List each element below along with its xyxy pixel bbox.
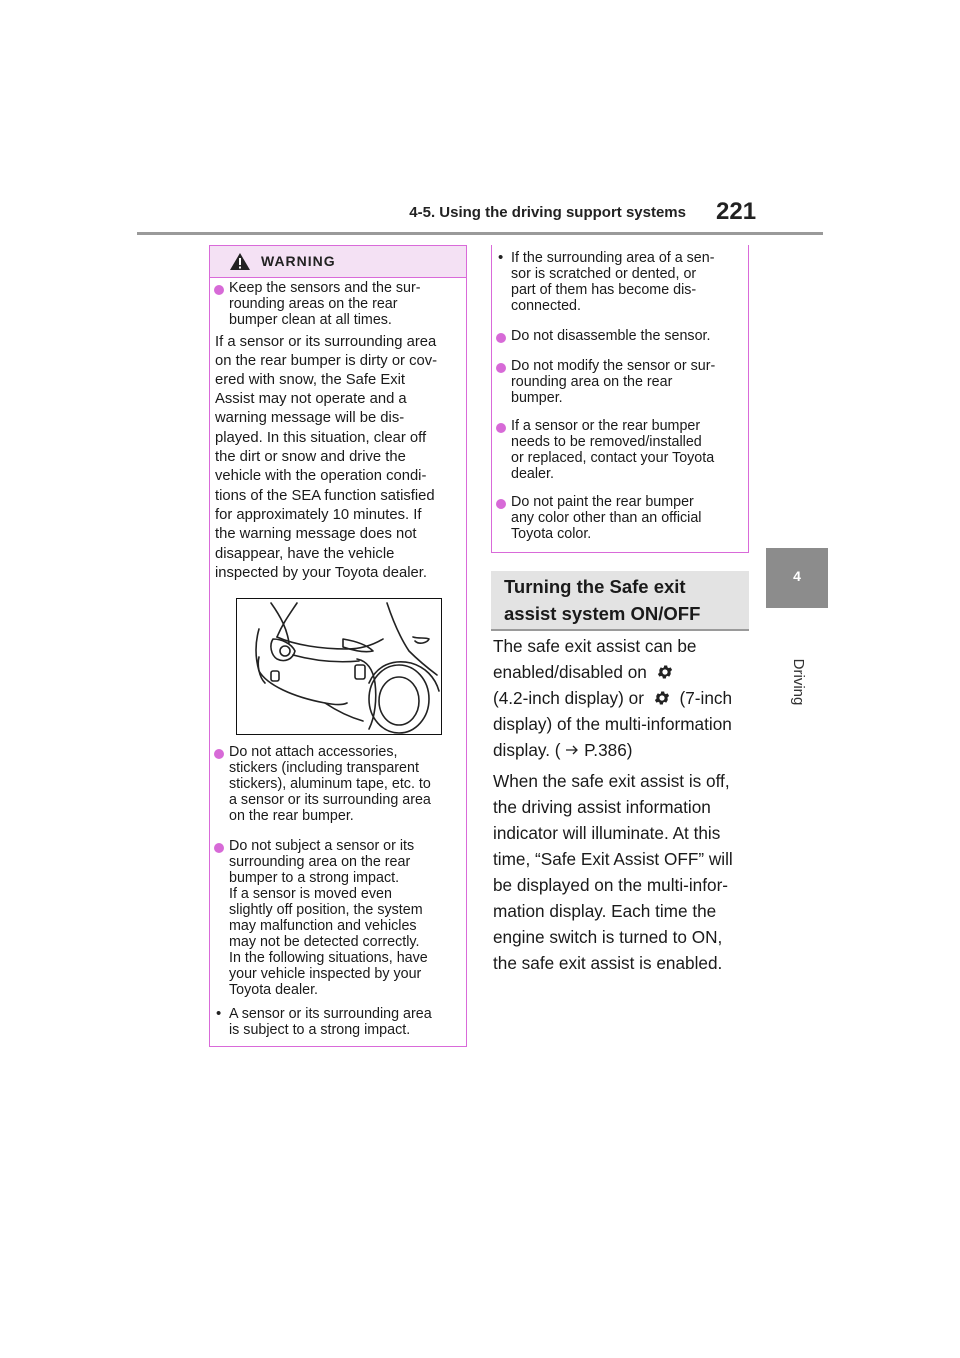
bullet5-line: rounding area on the rear bbox=[511, 374, 673, 390]
bullet5-line: bumper. bbox=[511, 390, 563, 406]
body-text: enabled/disabled on bbox=[493, 662, 647, 682]
arrow-right-icon bbox=[566, 745, 579, 755]
bullet2-line: Do not attach accessories, bbox=[229, 744, 398, 760]
bullet1-line: bumper clean at all times. bbox=[229, 312, 392, 328]
chapter-label: Driving bbox=[790, 658, 807, 706]
bullet3-line: surrounding area on the rear bbox=[229, 854, 411, 870]
warning-paragraph-line: inspected by your Toyota dealer. bbox=[215, 565, 427, 581]
bullet2-line: a sensor or its surrounding area bbox=[229, 792, 431, 808]
bullet1-line: Keep the sensors and the sur- bbox=[229, 280, 421, 296]
bullet2-line: stickers), aluminum tape, etc. to bbox=[229, 776, 431, 792]
bullet3-line: bumper to a strong impact. bbox=[229, 870, 400, 886]
body-text: (7-inch bbox=[679, 688, 733, 708]
bullet-marker bbox=[496, 423, 506, 433]
page-reference-link[interactable]: P.386) bbox=[584, 740, 633, 760]
bullet6-line: needs to be removed/installed bbox=[511, 434, 702, 450]
bullet2-line: stickers (including transparent bbox=[229, 760, 419, 776]
warning-paragraph-line: played. In this situation, clear off bbox=[215, 430, 427, 446]
section-heading-line: Turning the Safe exit bbox=[504, 576, 686, 597]
warning-paragraph-line: vehicle with the operation condi- bbox=[215, 468, 427, 484]
warning-paragraph-line: Assist may not operate and a bbox=[215, 391, 407, 407]
warning-paragraph-line: the warning message does not bbox=[215, 526, 417, 542]
sub-bullet-marker: • bbox=[498, 249, 504, 266]
section-title: 4-5. Using the driving support systems bbox=[409, 204, 686, 221]
bullet-marker bbox=[496, 499, 506, 509]
settings-gear-icon bbox=[654, 691, 669, 705]
warning-header: WARNING bbox=[210, 246, 466, 278]
body-line: When the safe exit assist is off, bbox=[493, 771, 730, 791]
bullet6-line: dealer. bbox=[511, 466, 554, 482]
car-rear-drawing bbox=[255, 602, 440, 734]
bullet3-line: Toyota dealer. bbox=[229, 982, 319, 998]
warning-paragraph-line: on the rear bumper is dirty or cov- bbox=[215, 353, 438, 369]
body-line: be displayed on the multi-infor- bbox=[493, 875, 729, 895]
warning-paragraph-line: ered with snow, the Safe Exit bbox=[215, 372, 405, 388]
body-line: the driving assist information bbox=[493, 797, 711, 817]
bullet-marker bbox=[496, 333, 506, 343]
warning-paragraph-line: for approximately 10 minutes. If bbox=[215, 507, 422, 523]
body-text: display. ( bbox=[493, 740, 561, 760]
header-divider bbox=[137, 232, 823, 235]
body-line: time, “Safe Exit Assist OFF” will bbox=[493, 849, 733, 869]
warning-paragraph-line: warning message will be dis- bbox=[215, 410, 405, 426]
body-line: The safe exit assist can be bbox=[493, 636, 697, 656]
bullet1-line: rounding areas on the rear bbox=[229, 296, 398, 312]
warning-triangle-icon bbox=[230, 253, 250, 270]
sub-bullet2-line: part of them has become dis- bbox=[511, 282, 697, 298]
sub-bullet-marker: • bbox=[216, 1005, 222, 1022]
bullet3-line: slightly off position, the system bbox=[229, 902, 423, 918]
sub-bullet2-line: sor is scratched or dented, or bbox=[511, 266, 697, 282]
section-heading: Turning the Safe exit assist system ON/O… bbox=[491, 571, 749, 631]
bullet2-line: on the rear bumper. bbox=[229, 808, 354, 824]
sub-bullet1-line: A sensor or its surrounding area bbox=[229, 1006, 432, 1022]
bullet3-line: In the following situations, have bbox=[229, 950, 428, 966]
settings-gear-icon bbox=[657, 665, 672, 679]
warning-paragraph-line: tions of the SEA function satisfied bbox=[215, 488, 435, 504]
body-line: display. ( P.386) bbox=[493, 740, 633, 760]
body-line: display) of the multi-information bbox=[493, 714, 732, 734]
body-line: engine switch is turned to ON, bbox=[493, 927, 723, 947]
sub-bullet2-line: connected. bbox=[511, 298, 581, 314]
bullet7-line: Toyota color. bbox=[511, 526, 592, 542]
page-number: 221 bbox=[716, 198, 757, 225]
body-line: indicator will illuminate. At this bbox=[493, 823, 721, 843]
body-text: (4.2-inch display) or bbox=[493, 688, 644, 708]
body-line: enabled/disabled on bbox=[493, 662, 678, 682]
section-heading-line: assist system ON/OFF bbox=[504, 603, 701, 624]
bullet3-line: may not be detected correctly. bbox=[229, 934, 420, 950]
body-line: the safe exit assist is enabled. bbox=[493, 953, 723, 973]
body-line: (4.2-inch display) or (7-inch bbox=[493, 688, 732, 708]
warning-paragraph-line: disappear, have the vehicle bbox=[215, 546, 395, 562]
bullet-marker bbox=[496, 363, 506, 373]
bullet7-line: any color other than an official bbox=[511, 510, 702, 526]
bullet6-line: If a sensor or the rear bumper bbox=[511, 418, 701, 434]
bullet7-line: Do not paint the rear bumper bbox=[511, 494, 694, 510]
bullet-marker bbox=[214, 285, 224, 295]
sub-bullet2-line: If the surrounding area of a sen- bbox=[511, 250, 715, 266]
bullet3-line: If a sensor is moved even bbox=[229, 886, 392, 902]
bullet-marker bbox=[214, 749, 224, 759]
bullet3-line: Do not subject a sensor or its bbox=[229, 838, 415, 854]
body-line: mation display. Each time the bbox=[493, 901, 717, 921]
bullet3-line: your vehicle inspected by your bbox=[229, 966, 422, 982]
bullet5-line: Do not modify the sensor or sur- bbox=[511, 358, 716, 374]
warning-paragraph-line: If a sensor or its surrounding area bbox=[215, 334, 437, 350]
bullet4-line: Do not disassemble the sensor. bbox=[511, 328, 711, 344]
warning-paragraph-line: the dirt or snow and drive the bbox=[215, 449, 406, 465]
bullet-marker bbox=[214, 843, 224, 853]
chapter-number-tab: 4 bbox=[766, 548, 828, 608]
bullet6-line: or replaced, contact your Toyota bbox=[511, 450, 715, 466]
rear-bumper-illustration bbox=[236, 598, 442, 735]
sub-bullet1-line: is subject to a strong impact. bbox=[229, 1022, 411, 1038]
bullet3-line: may malfunction and vehicles bbox=[229, 918, 417, 934]
warning-title: WARNING bbox=[261, 253, 336, 269]
warning-box: WARNING bbox=[209, 245, 467, 1047]
warning-box-continued bbox=[491, 245, 749, 553]
